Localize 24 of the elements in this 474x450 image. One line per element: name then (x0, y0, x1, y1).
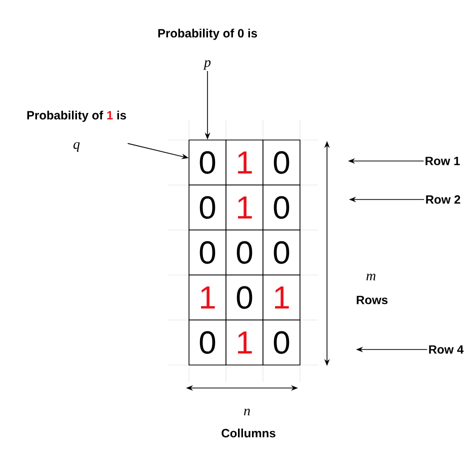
probability-label: Probability of 1 is q (27, 110, 126, 152)
variable-label: m (366, 274, 376, 280)
grid-cell: 0 (226, 274, 264, 320)
row-label: Row 1 (426, 156, 460, 166)
grid-cell: 1 (226, 140, 264, 186)
grid-cell: 0 (226, 230, 264, 276)
dimension-label: Collumns (222, 428, 276, 438)
grid-cell: 0 (188, 140, 226, 186)
grid-cell: 0 (188, 230, 226, 276)
variable-label: n (244, 408, 250, 416)
row-label: Row 4 (429, 345, 464, 354)
grid-cell: 0 (262, 230, 300, 276)
grid-cell: 1 (262, 274, 300, 320)
row-label: Row 2 (426, 195, 460, 204)
probability-label: Probability of 0 is p (158, 28, 258, 70)
grid-cell: 0 (188, 184, 226, 230)
grid-cell: 0 (262, 184, 300, 230)
dimension-label: Rows (356, 296, 388, 304)
grid-cell: 0 (188, 320, 226, 366)
grid-cell: 1 (188, 274, 226, 320)
grid-cell: 0 (262, 140, 300, 186)
grid-cell: 1 (226, 184, 264, 230)
grid-cell: 1 (226, 320, 264, 366)
grid-cell: 0 (262, 320, 300, 366)
